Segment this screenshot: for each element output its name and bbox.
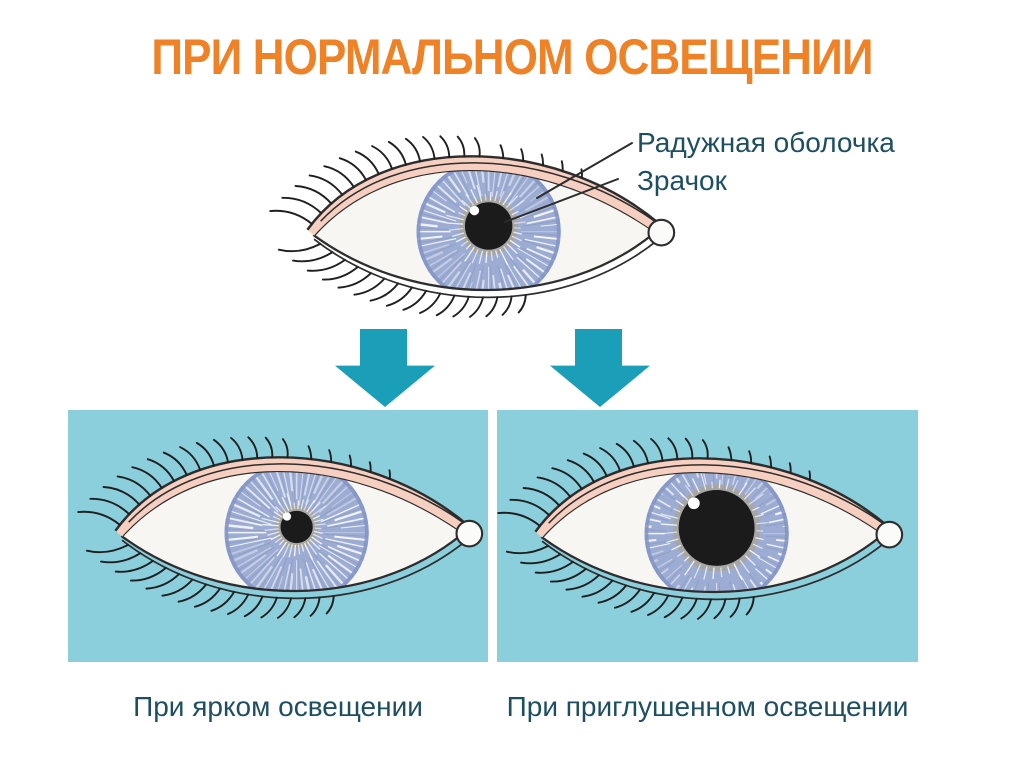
bright-lighting-panel <box>68 410 488 662</box>
dim-lighting-eye-illustration <box>497 410 914 646</box>
bright-lighting-eye-illustration <box>68 410 488 645</box>
dim-panel-caption: При приглушенном освещении <box>506 691 909 722</box>
dim-lighting-panel <box>497 410 918 662</box>
page-title: ПРИ НОРМАЛЬНОМ ОСВЕЩЕНИИ <box>151 29 873 85</box>
pupil-label: Зрачок <box>637 165 727 196</box>
normal-lighting-eye-illustration <box>259 106 686 344</box>
bright-panel-caption: При ярком освещении <box>133 691 423 722</box>
iris-label: Радужная оболочка <box>637 127 895 158</box>
